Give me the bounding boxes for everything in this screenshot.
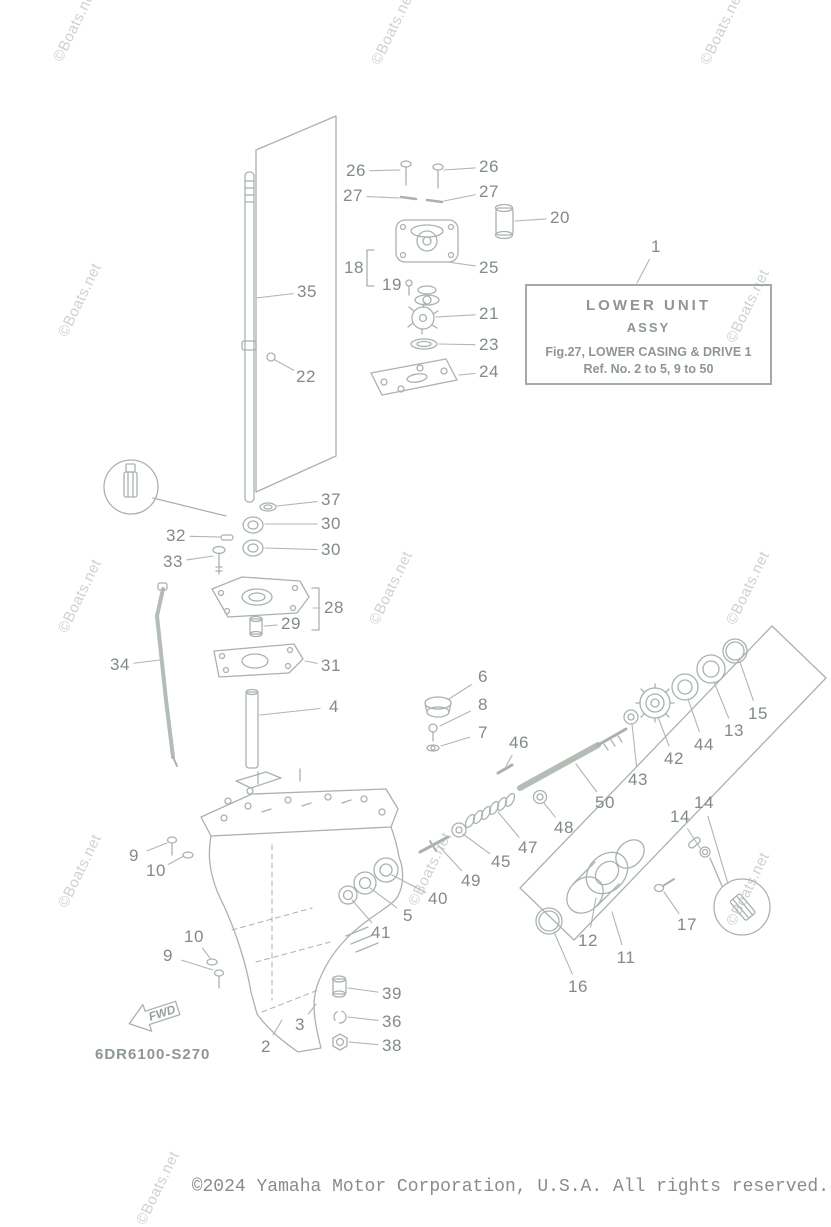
- part-callout-38: 38: [382, 1036, 402, 1055]
- part-callout-9: 9: [129, 846, 139, 865]
- prop-shaft-assembly: [338, 727, 628, 905]
- part-callout-43: 43: [628, 770, 648, 789]
- info-box-title: LOWER UNIT: [586, 297, 711, 314]
- copyright-footer: ©2024 Yamaha Motor Corporation, U.S.A. A…: [191, 1177, 829, 1197]
- info-box-figure-line: Fig.27, LOWER CASING & DRIVE 1: [545, 345, 752, 359]
- bearing-carrier-assembly: [535, 836, 711, 935]
- detail-circle-left: [103, 459, 227, 517]
- part-callout-18: 18: [344, 258, 364, 277]
- assembly-info-box: LOWER UNIT ASSY Fig.27, LOWER CASING & D…: [525, 284, 772, 385]
- part-callout-11: 11: [616, 948, 636, 967]
- part-callout-8: 8: [478, 695, 488, 714]
- part-callout-4: 4: [329, 697, 339, 716]
- part-callout-30: 30: [321, 514, 341, 533]
- pump-boundary-box: [255, 115, 337, 493]
- part-callout-28: 28: [324, 598, 344, 617]
- part-callout-9: 9: [163, 946, 173, 965]
- part-callout-20: 20: [550, 208, 570, 227]
- water-pump-assembly: [366, 160, 459, 396]
- part-callout-16: 16: [568, 977, 588, 996]
- part-callout-2: 2: [261, 1037, 271, 1056]
- detail-circle-right: [709, 857, 771, 936]
- part-callout-47: 47: [518, 838, 538, 857]
- part-callout-44: 44: [694, 735, 714, 754]
- part-callout-17: 17: [677, 915, 697, 934]
- part-callout-19: 19: [382, 275, 402, 294]
- part-callout-29: 29: [281, 614, 301, 633]
- info-box-subtitle: ASSY: [626, 320, 671, 335]
- part-callout-45: 45: [491, 852, 511, 871]
- part-callout-41: 41: [371, 923, 391, 942]
- part-callout-10: 10: [146, 861, 166, 880]
- part-callout-15: 15: [748, 704, 768, 723]
- part-callout-25: 25: [479, 258, 499, 277]
- part-callout-14: 14: [670, 807, 690, 826]
- part-callout-46: 46: [509, 733, 529, 752]
- plug-parts: [424, 696, 452, 752]
- info-box-ref-line: Ref. No. 2 to 5, 9 to 50: [583, 362, 714, 376]
- part-callout-42: 42: [664, 749, 684, 768]
- forward-gear-assembly: [623, 638, 748, 725]
- exploded-diagram-art: [103, 115, 827, 1053]
- part-callout-30: 30: [321, 540, 341, 559]
- callout-leader-lines: [133, 167, 754, 1046]
- part-callout-22: 22: [296, 367, 316, 386]
- part-callout-24: 24: [479, 362, 499, 381]
- part-callout-36: 36: [382, 1012, 402, 1031]
- fwd-arrow: [128, 1000, 181, 1032]
- mount-bolts: [166, 836, 225, 989]
- part-callout-27: 27: [479, 182, 499, 201]
- part-callout-5: 5: [403, 906, 413, 925]
- part-callout-1: 1: [651, 237, 661, 256]
- drive-shaft: [241, 171, 276, 503]
- drawing-code: 6DR6100-S270: [95, 1046, 211, 1063]
- part-callout-7: 7: [478, 723, 488, 742]
- part-callout-10: 10: [184, 927, 204, 946]
- part-callout-49: 49: [461, 871, 481, 890]
- part-callout-6: 6: [478, 667, 488, 686]
- shift-rod: [155, 582, 178, 767]
- part-callout-48: 48: [554, 818, 574, 837]
- prop-nut-parts: [331, 975, 348, 1051]
- part-callout-33: 33: [163, 552, 183, 571]
- sub-assembly-boundary: [519, 625, 827, 941]
- water-tube: [245, 688, 259, 769]
- bearing-housing-assembly: [211, 502, 320, 678]
- part-callout-40: 40: [428, 889, 448, 908]
- part-callout-37: 37: [321, 490, 341, 509]
- part-callout-13: 13: [724, 721, 744, 740]
- bushing-part: [494, 203, 514, 240]
- part-callout-26: 26: [346, 161, 366, 180]
- part-callout-27: 27: [343, 186, 363, 205]
- lower-casing: [200, 768, 404, 1053]
- part-callout-32: 32: [166, 526, 186, 545]
- part-callout-3: 3: [295, 1015, 305, 1034]
- part-callout-21: 21: [479, 304, 499, 323]
- part-callout-39: 39: [382, 984, 402, 1003]
- part-callout-34: 34: [110, 655, 130, 674]
- parts-diagram-page: ©Boats.net©Boats.net©Boats.net©Boats.net…: [50, 0, 829, 1227]
- part-callout-14: 14: [694, 793, 714, 812]
- part-callout-35: 35: [297, 282, 317, 301]
- part-callout-50: 50: [595, 793, 615, 812]
- part-callout-12: 12: [578, 931, 598, 950]
- part-callout-31: 31: [321, 656, 341, 675]
- part-callout-23: 23: [479, 335, 499, 354]
- part-callout-26: 26: [479, 157, 499, 176]
